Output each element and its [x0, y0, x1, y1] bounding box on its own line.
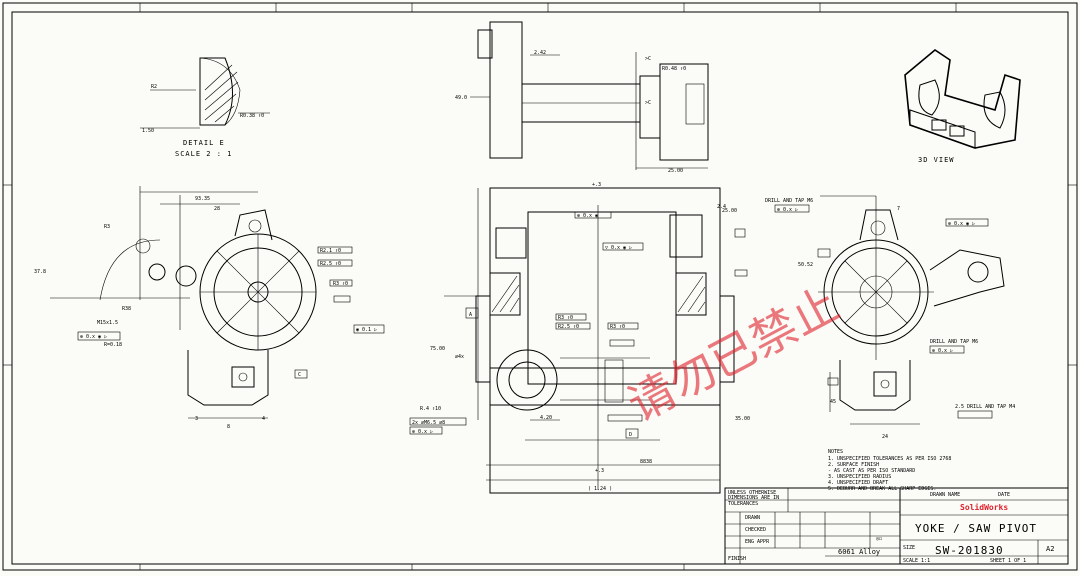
svg-text:D: D [629, 432, 632, 438]
inner-border [11, 11, 1069, 565]
iso-view-label: 3D VIEW [918, 156, 955, 164]
svg-text:DRILL AND TAP M6: DRILL AND TAP M6 [930, 339, 978, 345]
svg-text:25.00: 25.00 [722, 208, 737, 214]
svg-text:50.52: 50.52 [798, 262, 813, 268]
svg-text:R=0.18: R=0.18 [104, 342, 122, 348]
svg-text:28: 28 [214, 206, 220, 212]
svg-text:R.4 ↑10: R.4 ↑10 [420, 406, 441, 412]
svg-text:2.5 DRILL AND TAP M4: 2.5 DRILL AND TAP M4 [955, 404, 1015, 410]
svg-text:R3 ↑0: R3 ↑0 [558, 315, 573, 321]
svg-text:25.00: 25.00 [668, 168, 683, 174]
sheet-size: A2 [1046, 545, 1054, 553]
svg-text:⊕ 0.x ▷: ⊕ 0.x ▷ [932, 348, 953, 354]
title-block: UNLESS OTHERWISE DIMENSIONS ARE IN TOLER… [724, 487, 1069, 565]
svg-text:4: 4 [262, 416, 265, 422]
svg-text:>C: >C [645, 100, 651, 106]
svg-text:SIZE: SIZE [903, 545, 915, 551]
zone-ticks [3, 3, 1077, 570]
solidworks-logo: SolidWorks [960, 502, 1008, 512]
left-view: 93.35 28 R3 37.8 R38 M15x1.5 ⊕ 0.x ◉ ▷ R… [34, 186, 385, 430]
svg-text:R3 ↑0: R3 ↑0 [610, 324, 625, 330]
svg-text:+.3: +.3 [595, 468, 604, 474]
svg-text:DATE: DATE [998, 492, 1010, 498]
svg-text:R0.38 ↑0: R0.38 ↑0 [240, 113, 264, 119]
svg-text:49.0: 49.0 [455, 95, 467, 101]
detail-view-e: R2 1.50 R0.38 ↑0 DETAIL E SCALE 2 : 1 [140, 57, 270, 158]
svg-text:SHEET 1 OF 1: SHEET 1 OF 1 [990, 558, 1026, 564]
svg-text:R2.5 ↑0: R2.5 ↑0 [558, 324, 579, 330]
svg-text:37.8: 37.8 [34, 269, 46, 275]
detail-view-scale: SCALE 2 : 1 [175, 150, 232, 158]
svg-text:∅4x: ∅4x [455, 354, 464, 360]
svg-text:⊕ 0.x ▷: ⊕ 0.x ▷ [777, 207, 798, 213]
top-view: 2.42 49.0 >C >C R0.48 ↑0 25.00 [455, 21, 709, 174]
svg-text:2.42: 2.42 [534, 50, 546, 56]
svg-text:2x ∅M6.5 ∅8: 2x ∅M6.5 ∅8 [412, 420, 445, 426]
svg-text:2.4: 2.4 [717, 204, 726, 210]
svg-text:7: 7 [897, 206, 900, 212]
svg-text:M15x1.5: M15x1.5 [97, 320, 118, 326]
svg-text:▽ 0.x ◉ ▷: ▽ 0.x ◉ ▷ [605, 245, 632, 251]
notes-block: NOTES 1. UNSPECIFIED TOLERANCES AS PER I… [828, 449, 951, 492]
svg-text:3: 3 [195, 416, 198, 422]
svg-text:R3: R3 [104, 224, 110, 230]
svg-text:8838: 8838 [640, 459, 652, 465]
svg-text:TOLERANCES: TOLERANCES [728, 501, 758, 507]
svg-text:CHECKED: CHECKED [745, 527, 766, 533]
note-line-2: 2. SURFACE FINISH [828, 462, 879, 468]
svg-text:4.20: 4.20 [540, 415, 552, 421]
svg-text:SCALE 1:1: SCALE 1:1 [903, 558, 930, 564]
svg-text:ENG APPR: ENG APPR [745, 539, 770, 545]
svg-text:R0.48 ↑0: R0.48 ↑0 [662, 66, 686, 72]
svg-text:93.35: 93.35 [195, 196, 210, 202]
svg-text:24: 24 [882, 434, 888, 440]
material-value: 6061 Alloy [838, 548, 880, 556]
svg-text:⊕ 0.x ◉: ⊕ 0.x ◉ [577, 213, 598, 219]
front-view: +.3 2.4 25.00 ⊕ 0.x ◉ ▽ 0.x ◉ ▷ A 75.00 … [409, 182, 750, 494]
note-line-5: 4. UNSPECIFIED DRAFT [828, 480, 888, 486]
note-line-6: 5. DEBURR AND BREAK ALL SHARP EDGES. [828, 486, 936, 492]
iso-view: 3D VIEW [904, 49, 1021, 164]
svg-text:⊕ 0.x ▷: ⊕ 0.x ▷ [412, 429, 433, 435]
svg-text:UNLESS OTHERWISE: UNLESS OTHERWISE [728, 490, 776, 496]
right-view: DRILL AND TAP M6 ⊕ 0.x ▷ 7 ⊕ 0.x ◉ ▷ 50.… [765, 195, 1015, 440]
svg-text:45: 45 [830, 399, 836, 405]
svg-text:A: A [469, 312, 472, 318]
svg-text:◎◻: ◎◻ [876, 536, 882, 542]
note-line-1: 1. UNSPECIFIED TOLERANCES AS PER ISO 276… [828, 456, 951, 462]
svg-text:DRILL AND TAP M6: DRILL AND TAP M6 [765, 198, 813, 204]
svg-text:DRAWN NAME: DRAWN NAME [930, 492, 960, 498]
svg-text:⊕ 0.x ◉ ▷: ⊕ 0.x ◉ ▷ [80, 334, 107, 340]
svg-text:( 1.24 ): ( 1.24 ) [588, 486, 612, 492]
svg-text:75.00: 75.00 [430, 346, 445, 352]
drawing-number: SW-201830 [935, 544, 1004, 557]
outer-border [2, 2, 1078, 571]
detail-view-label: DETAIL E [183, 139, 225, 147]
svg-text:DRAWN: DRAWN [745, 515, 760, 521]
svg-text:FINISH: FINISH [728, 556, 746, 562]
svg-text:1.50: 1.50 [142, 128, 154, 134]
svg-text:+.3: +.3 [592, 182, 601, 188]
note-line-3: - AS CAST AS PER ISO STANDARD [828, 468, 915, 474]
svg-text:R3 ↑0: R3 ↑0 [333, 281, 348, 287]
svg-text:DIMENSIONS ARE IN: DIMENSIONS ARE IN [728, 495, 779, 501]
svg-text:35.00: 35.00 [735, 416, 750, 422]
svg-text:⊕ 0.x ◉ ▷: ⊕ 0.x ◉ ▷ [948, 221, 975, 227]
note-line-4: 3. UNSPECIFIED RADIUS [828, 474, 891, 480]
notes-title: NOTES [828, 449, 843, 455]
svg-text:R2.1 ↑0: R2.1 ↑0 [320, 248, 341, 254]
part-title: YOKE / SAW PIVOT [915, 522, 1037, 535]
svg-text:R2.5 ↑0: R2.5 ↑0 [320, 261, 341, 267]
svg-text:◉ 0.1 ▷: ◉ 0.1 ▷ [356, 327, 377, 333]
svg-text:R38: R38 [122, 306, 131, 312]
svg-text:R2: R2 [151, 84, 157, 90]
svg-text:>C: >C [645, 56, 651, 62]
svg-text:C: C [298, 372, 301, 378]
svg-text:8: 8 [227, 424, 230, 430]
